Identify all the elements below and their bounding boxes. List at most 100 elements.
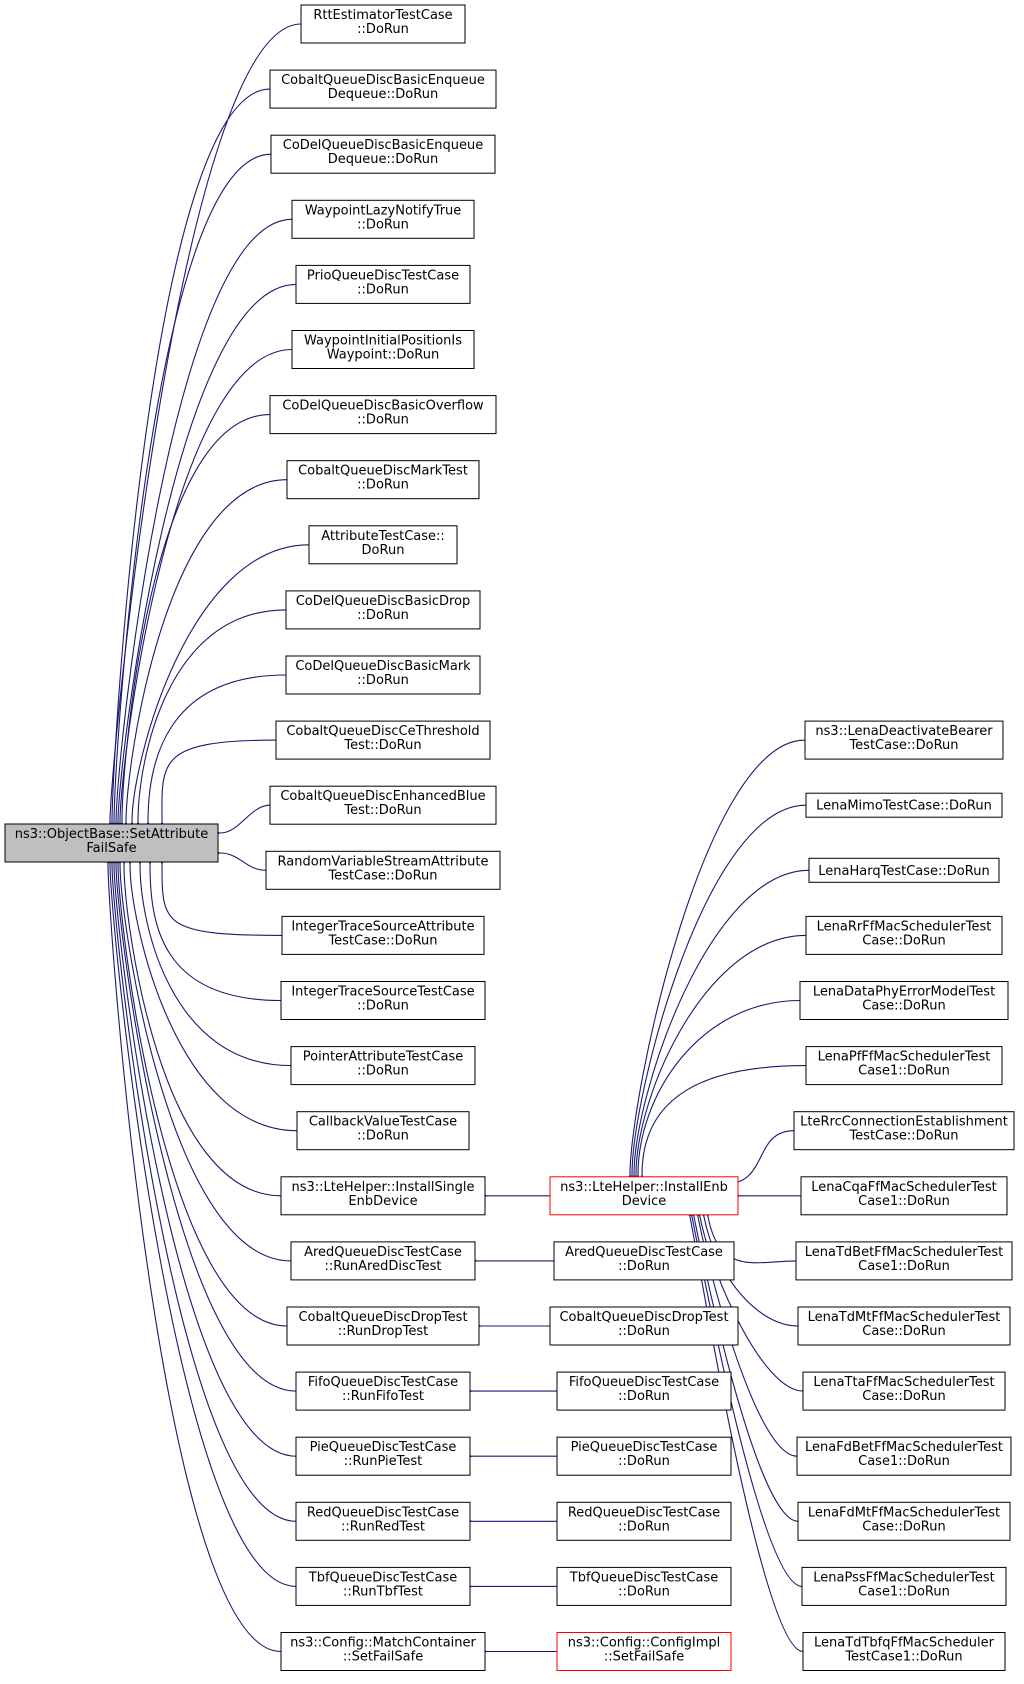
node-label-line: ns3::ObjectBase::SetAttribute [15,827,209,842]
node-label-line: Test::DoRun [343,803,421,818]
node-box [805,1046,1003,1086]
node-label-line: LenaTdMtFfMacSchedulerTest [808,1310,1001,1325]
node-a14[interactable]: IntegerTraceSourceAttributeTestCase::DoR… [281,915,485,955]
edge-c1-to-b0 [626,804,807,1186]
node-label-line: ns3::LteHelper::InstallSingle [292,1180,475,1195]
node-a4[interactable]: PrioQueueDiscTestCase::DoRun [295,264,471,304]
node-box [802,1371,1006,1411]
node-a16[interactable]: PointerAttributeTestCase::DoRun [290,1046,476,1086]
edge-a25-to-root [102,852,282,1653]
node-label-line: CobaltQueueDiscDropTest [298,1310,467,1325]
node-a13[interactable]: RandomVariableStreamAttributeTestCase::D… [265,850,501,890]
node-a1[interactable]: CobaltQueueDiscBasicEnqueueDequeue::DoRu… [269,69,497,109]
node-a21[interactable]: FifoQueueDiscTestCase::RunFifoTest [295,1371,471,1411]
node-label-line: RedQueueDiscTestCase [307,1505,459,1520]
node-label-line: AredQueueDiscTestCase [304,1245,462,1260]
node-c1[interactable]: LenaMimoTestCase::DoRun [805,792,1003,818]
node-a6[interactable]: CoDelQueueDiscBasicOverflow::DoRun [269,395,497,435]
node-label-line: CallbackValueTestCase [309,1115,457,1130]
node-c2[interactable]: LenaHarqTestCase::DoRun [808,857,1000,883]
edge-a23-to-root [106,852,297,1522]
node-label-line: Device [622,1194,666,1209]
node-label-line: CoDelQueueDiscBasicMark [295,659,471,674]
node-label-line: RedQueueDiscTestCase [568,1505,720,1520]
node-label-line: TestCase1::DoRun [844,1650,962,1665]
node-b2[interactable]: CobaltQueueDiscDropTest::DoRun [549,1306,739,1346]
node-b1[interactable]: AredQueueDiscTestCase::DoRun [553,1241,735,1281]
node-a24[interactable]: TbfQueueDiscTestCase::RunTbfTest [295,1566,471,1606]
node-a20[interactable]: CobaltQueueDiscDropTest::RunDropTest [286,1306,480,1346]
node-label-line: Case1::DoRun [858,1259,950,1274]
node-a0[interactable]: RttEstimatorTestCase::DoRun [300,4,466,44]
node-box [797,1501,1011,1541]
node-a15[interactable]: IntegerTraceSourceTestCase::DoRun [280,981,486,1020]
node-a25[interactable]: ns3::Config::MatchContainer::SetFailSafe [280,1632,486,1671]
node-label-line: ::DoRun [357,1129,409,1144]
node-a8[interactable]: AttributeTestCase::DoRun [308,525,458,565]
node-b3[interactable]: FifoQueueDiscTestCase::DoRun [556,1371,732,1411]
node-label-line: FifoQueueDiscTestCase [308,1375,458,1390]
node-label-line: IntegerTraceSourceTestCase [291,985,474,1000]
node-box [290,1046,476,1086]
node-a19[interactable]: AredQueueDiscTestCase::RunAredDiscTest [290,1241,476,1281]
node-box [549,1176,739,1216]
node-label-line: LenaCqaFfMacSchedulerTest [811,1180,997,1195]
node-b7[interactable]: ns3::Config::ConfigImpl::SetFailSafe [556,1632,732,1671]
node-b6[interactable]: TbfQueueDiscTestCase::DoRun [556,1566,732,1606]
node-box [549,1306,739,1346]
node-box [285,590,481,630]
node-box [291,199,475,239]
node-label-line: ::DoRun [357,1064,409,1079]
node-label-line: ::RunPieTest [344,1454,422,1469]
node-box [269,785,497,825]
node-label-line: TbfQueueDiscTestCase [569,1570,718,1585]
node-c6[interactable]: LteRrcConnectionEstablishmentTestCase::D… [793,1111,1015,1151]
node-a10[interactable]: CoDelQueueDiscBasicMark::DoRun [285,655,481,695]
node-label-line: LenaRrFfMacSchedulerTest [817,919,992,934]
node-box [800,1176,1008,1216]
edge-a6-to-root [116,414,271,834]
node-a7[interactable]: CobaltQueueDiscMarkTest::DoRun [286,460,480,500]
edge-a17-to-root [124,852,298,1132]
node-label-line: RttEstimatorTestCase [313,8,452,23]
node-label-line: ::DoRun [618,1584,670,1599]
node-a23[interactable]: RedQueueDiscTestCase::RunRedTest [295,1501,471,1541]
node-box [269,395,497,435]
node-label-line: RandomVariableStreamAttribute [278,854,489,869]
node-a3[interactable]: WaypointLazyNotifyTrue::DoRun [291,199,475,239]
node-label-line: Test::DoRun [343,738,421,753]
node-label-line: ::RunAredDiscTest [324,1259,441,1274]
edge-a1-to-root [106,88,271,834]
edge-a18-to-root [118,852,282,1197]
node-label-line: PieQueueDiscTestCase [310,1440,457,1455]
node-a9[interactable]: CoDelQueueDiscBasicDrop::DoRun [285,590,481,630]
node-a17[interactable]: CallbackValueTestCase::DoRun [296,1111,470,1151]
node-b5[interactable]: RedQueueDiscTestCase::DoRun [556,1501,732,1541]
node-label-line: ::DoRun [357,282,409,297]
node-label-line: IntegerTraceSourceAttribute [291,919,474,934]
node-box [796,1436,1012,1476]
edge-a14-to-root [156,852,283,936]
node-b4[interactable]: PieQueueDiscTestCase::DoRun [556,1436,732,1476]
node-label-line: Dequeue::DoRun [328,152,438,167]
node-a22[interactable]: PieQueueDiscTestCase::RunPieTest [295,1436,471,1476]
